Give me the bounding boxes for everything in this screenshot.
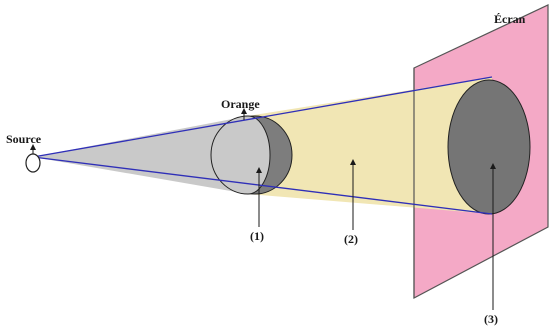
- screen-label: Écran: [494, 12, 526, 26]
- orange-label: Orange: [221, 97, 260, 111]
- light-source: [26, 154, 40, 172]
- region-1-label: (1): [250, 229, 264, 243]
- screen-shadow: [448, 80, 530, 214]
- source-label: Source: [6, 132, 42, 146]
- region-2-label: (2): [344, 232, 358, 246]
- region-3-label: (3): [484, 312, 498, 326]
